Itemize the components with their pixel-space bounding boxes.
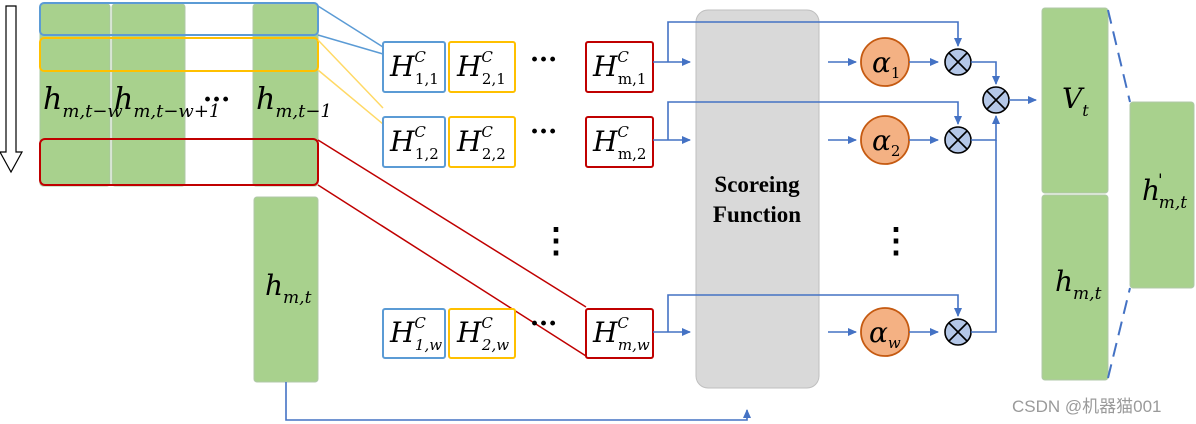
connector-red (317, 139, 587, 357)
context-vector-block (1041, 7, 1109, 194)
conv-cell-m-w (585, 308, 654, 359)
conv-cell-m-1 (585, 41, 654, 93)
conv-cell-2-w (448, 308, 516, 359)
multiply-1-icon (944, 48, 972, 76)
current-state-label: hm,t (265, 269, 312, 308)
vertical-ellipsis-conv: ⋮ (539, 221, 573, 261)
conv-cell-m-2 (585, 116, 654, 168)
time-direction-arrow (0, 5, 24, 174)
conv-cell-1-1 (382, 41, 446, 93)
matrix-ellipsis: ··· (203, 85, 230, 115)
conv-cell-2-2 (448, 116, 516, 168)
weighted-sum-icon (982, 86, 1010, 114)
conv-cell-1-w (382, 308, 446, 359)
bypass-row1 (667, 21, 962, 62)
output-state-label: h'm,t (1142, 171, 1187, 213)
dashed-connector-bottom (1107, 287, 1131, 379)
matrix-label-t-w-plus-1: hm,t−w+1 (114, 82, 220, 122)
multiply-2-icon (944, 126, 972, 154)
watermark: CSDN @机器猫001 (1012, 397, 1162, 416)
row1-ellipsis: ··· (530, 45, 557, 75)
arrow-mult2-to-sum (971, 115, 1000, 141)
row-highlight-yellow (39, 37, 319, 72)
vertical-ellipsis-alpha: ⋮ (879, 221, 913, 261)
alpha-2-label: α2 (872, 124, 900, 160)
multiply-w-icon (944, 318, 972, 346)
output-state-block (1129, 101, 1195, 289)
row-highlight-blue (39, 2, 319, 36)
connector-yellow (317, 39, 384, 125)
alpha-1-label: α1 (872, 46, 900, 82)
row-highlight-red (39, 138, 319, 186)
connector-blue (317, 5, 384, 55)
matrix-label-t-1: hm,t−1 (256, 82, 332, 122)
arrow-mult1-to-sum (971, 61, 1000, 85)
conv-cell-1-2 (382, 116, 446, 168)
alpha-w-label: αw (869, 316, 901, 352)
scoring-label-line1: Scoreing (714, 172, 800, 197)
dashed-connector-top (1107, 9, 1131, 103)
matrix-label-t-w: hm,t−w (43, 82, 123, 122)
arrow-state-to-scoring (285, 382, 751, 421)
roww-ellipsis: ··· (530, 309, 557, 339)
bypass-roww (667, 294, 962, 332)
arrow-multw-to-sum (971, 140, 997, 333)
context-vector-label: Vt (1062, 82, 1089, 120)
state-copy-label: hm,t (1055, 265, 1102, 304)
row2-ellipsis: ··· (530, 117, 557, 147)
bypass-row2 (667, 101, 962, 140)
state-copy-block (1041, 194, 1109, 381)
scoring-label-line2: Function (713, 202, 801, 227)
conv-cell-2-1 (448, 41, 516, 93)
scoring-function-block (695, 9, 820, 389)
